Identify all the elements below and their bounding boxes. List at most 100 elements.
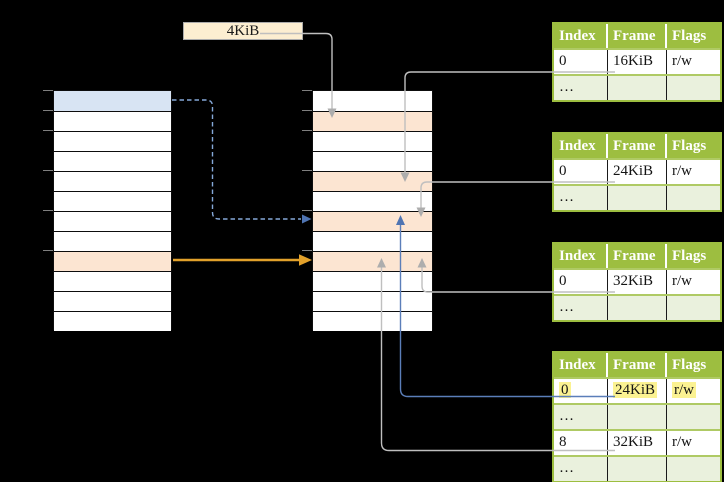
column-header-flags: Flags <box>672 138 707 154</box>
middle-column-row-3 <box>313 151 432 171</box>
column-header-flags: Flags <box>672 357 707 373</box>
middle-column-row-1 <box>313 111 432 131</box>
table-row: … <box>554 455 720 481</box>
cell-index: … <box>554 76 608 100</box>
left-column-tick <box>43 210 53 211</box>
column-header-flags: Flags <box>672 248 707 264</box>
middle-column-tick <box>302 250 312 251</box>
middle-column-tick <box>302 110 312 111</box>
cell-index: 0 <box>554 160 608 184</box>
arrowhead-right-icon <box>299 254 312 266</box>
left-column-row-7 <box>54 231 171 251</box>
page-size-label: 4KiB <box>226 23 260 39</box>
left-column-row-0 <box>54 91 171 111</box>
cell-index: … <box>554 296 608 320</box>
column-header-frame: Frame <box>608 24 667 48</box>
middle-column-row-7 <box>313 231 432 251</box>
cell-flags: r/w <box>672 163 692 179</box>
arrowhead-right-icon <box>302 214 312 224</box>
cell-index: 0 <box>554 270 608 294</box>
middle-column-row-10 <box>313 291 432 311</box>
middle-column-row-6 <box>313 211 432 231</box>
cell-flags <box>667 76 720 100</box>
middle-column-tick <box>302 130 312 131</box>
cell-flags: r/w <box>672 53 692 69</box>
left-column-row-5 <box>54 191 171 211</box>
left-column-row-2 <box>54 131 171 151</box>
cell-index: 0 <box>554 50 608 74</box>
middle-column-row-4 <box>313 171 432 191</box>
table-row: … <box>554 74 720 100</box>
cell-frame <box>608 76 667 100</box>
left-column-row-4 <box>54 171 171 191</box>
cell-flags: r/w <box>672 434 692 450</box>
left-column-row-10 <box>54 291 171 311</box>
highlighted-value: 24KiB <box>613 382 658 398</box>
cell-flags <box>667 186 720 210</box>
cell-frame <box>608 186 667 210</box>
left-column-row-9 <box>54 271 171 291</box>
left-memory-column <box>53 90 172 331</box>
column-header-index: Index <box>554 134 608 158</box>
middle-column-row-9 <box>313 271 432 291</box>
page-size-box: 4KiB <box>183 22 303 40</box>
cell-frame <box>608 457 667 481</box>
cell-frame: 32KiB <box>608 431 667 455</box>
middle-column-row-11 <box>313 311 432 331</box>
left-column-row-8 <box>54 251 171 271</box>
middle-column-tick <box>302 210 312 211</box>
middle-column-tick <box>302 90 312 91</box>
left-column-tick <box>43 110 53 111</box>
column-header-index: Index <box>554 244 608 268</box>
column-header-frame: Frame <box>608 244 667 268</box>
cell-index: … <box>554 186 608 210</box>
table-row: 0 24KiB r/w <box>554 377 720 403</box>
table-row: … <box>554 294 720 320</box>
left-column-tick <box>43 130 53 131</box>
middle-column-tick <box>302 170 312 171</box>
cell-frame <box>608 296 667 320</box>
left-column-row-11 <box>54 311 171 331</box>
table-row: … <box>554 403 720 429</box>
left-column-row-1 <box>54 111 171 131</box>
table-row: … <box>554 184 720 210</box>
highlighted-value: r/w <box>672 382 696 398</box>
cell-index: … <box>554 405 608 429</box>
cell-index: … <box>554 457 608 481</box>
left-column-row-3 <box>54 151 171 171</box>
column-header-index: Index <box>554 24 608 48</box>
cell-flags <box>667 296 720 320</box>
cell-flags: r/w <box>672 273 692 289</box>
cell-frame: 16KiB <box>608 50 667 74</box>
cell-index: 0 <box>554 379 608 403</box>
left-column-tick <box>43 90 53 91</box>
middle-column-row-5 <box>313 191 432 211</box>
cell-flags: r/w <box>667 379 720 403</box>
column-header-flags: Flags <box>672 28 707 44</box>
cell-frame: 24KiB <box>608 379 667 403</box>
column-header-index: Index <box>554 353 608 377</box>
highlighted-value: 0 <box>559 382 571 398</box>
middle-column-row-0 <box>313 91 432 111</box>
column-header-frame: Frame <box>608 353 667 377</box>
left-column-row-6 <box>54 211 171 231</box>
left-column-tick <box>43 250 53 251</box>
cell-frame: 32KiB <box>608 270 667 294</box>
column-header-frame: Frame <box>608 134 667 158</box>
cell-index: 8 <box>554 431 608 455</box>
cell-flags <box>667 405 720 429</box>
cell-frame <box>608 405 667 429</box>
